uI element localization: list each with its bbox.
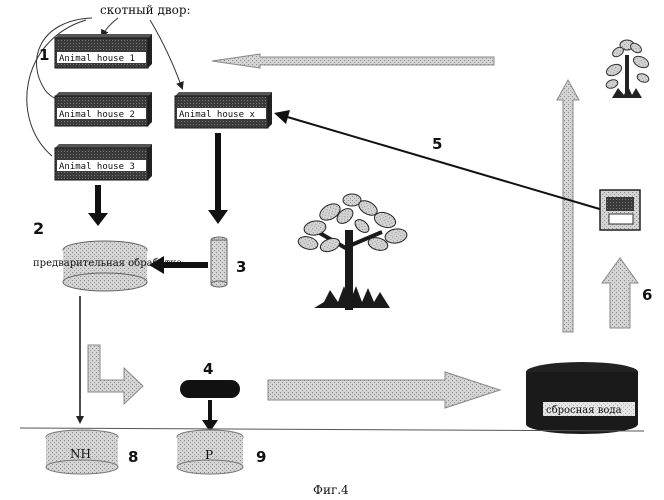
animal-house-2-label: Animal house 2 [59, 110, 135, 120]
small-tree-icon [605, 40, 651, 98]
down-arrow-house-x [208, 133, 228, 224]
p-label: P [205, 448, 213, 462]
separator-3 [211, 237, 227, 287]
arrow-5-head [274, 110, 290, 124]
wastewater-tank: сбросная вода [526, 362, 638, 434]
l-shaped-arrow [88, 345, 143, 404]
short-up-arrow [602, 258, 638, 328]
arrow-4-to-p [202, 400, 218, 432]
product-box [600, 190, 640, 230]
nh-label: NH [70, 447, 91, 461]
figure-caption: Фиг.4 [313, 483, 349, 497]
animal-house-x-label: Animal house x [179, 110, 255, 120]
top-left-arrow [212, 54, 494, 68]
farmyard-label: скотный двор: [100, 3, 191, 17]
label-number-6: 6 [642, 286, 652, 304]
label-number-4: 4 [203, 360, 213, 378]
p-cylinder: P [177, 430, 243, 474]
label-number-9: 9 [256, 448, 266, 466]
wastewater-label: сбросная вода [546, 405, 622, 416]
label-number-8: 8 [128, 448, 138, 466]
label-number-3: 3 [236, 258, 246, 276]
animal-house-1: Animal house 1 [55, 34, 152, 68]
tall-up-arrow [557, 80, 579, 332]
down-arrow-houses [88, 185, 108, 226]
label-number-2: 2 [33, 219, 44, 238]
element-4 [180, 380, 240, 398]
label-number-5: 5 [432, 135, 442, 153]
animal-house-1-label: Animal house 1 [59, 54, 135, 64]
large-tree-icon [297, 194, 408, 310]
label-number-1: 1 [39, 46, 49, 64]
animal-house-x: Animal house x [175, 92, 272, 128]
animal-house-3-label: Animal house 3 [59, 162, 135, 172]
animal-house-3: Animal house 3 [55, 144, 152, 180]
nh-cylinder: NH [46, 430, 118, 474]
animal-house-2: Animal house 2 [55, 92, 152, 126]
arrow-to-wastewater [268, 372, 500, 408]
arrow-5 [284, 116, 603, 210]
